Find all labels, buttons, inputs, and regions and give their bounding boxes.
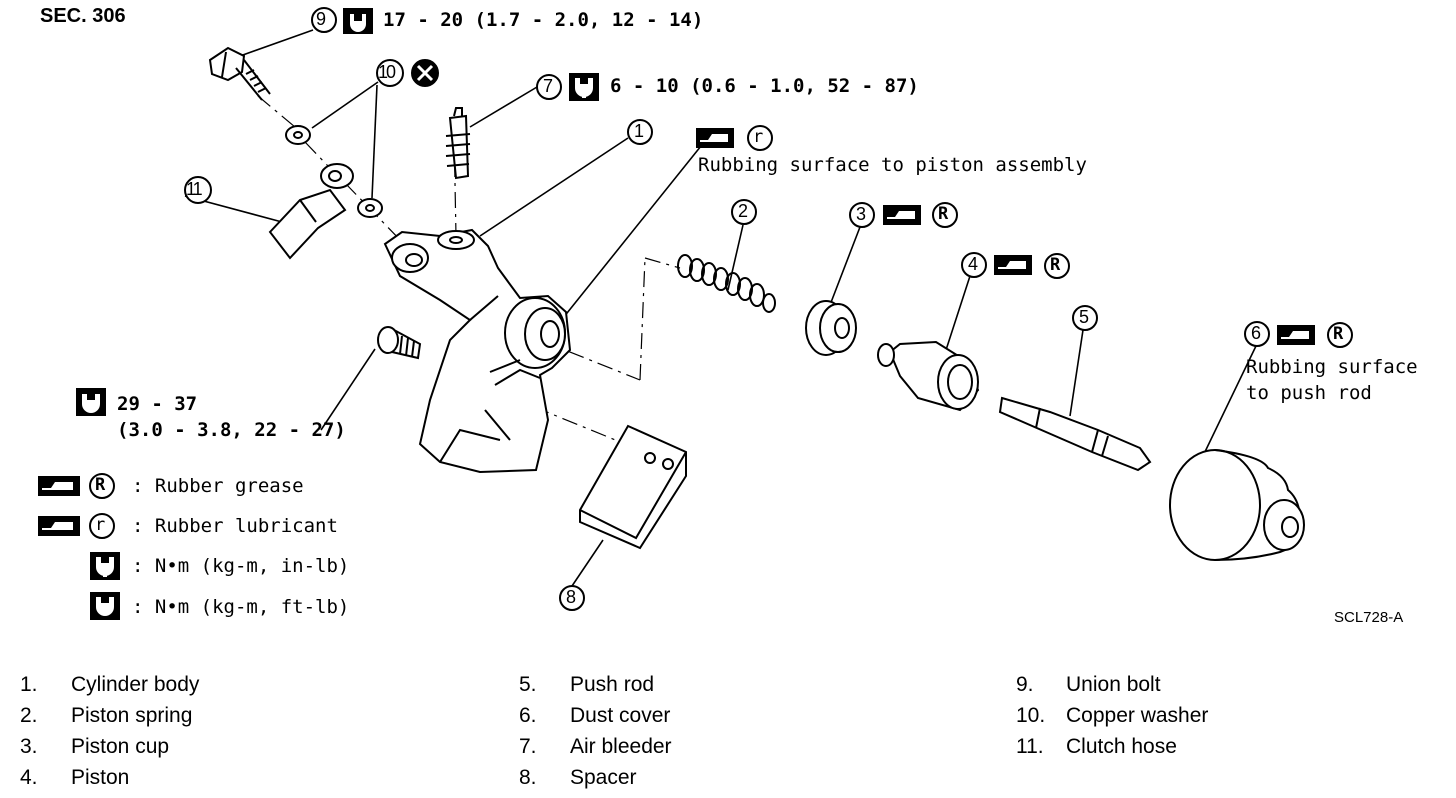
part-number: 2. — [20, 704, 38, 727]
note-rubbing-pushrod-2: to push rod — [1246, 382, 1372, 404]
part-number: 8. — [519, 766, 537, 789]
part-number: 9. — [1016, 673, 1034, 696]
part-number: 10. — [1016, 704, 1046, 727]
part-name: Union bolt — [1066, 673, 1161, 696]
legend-nm-ftlb-text: : N•m (kg-m, ft-lb) — [132, 596, 350, 618]
part-number: 6. — [519, 704, 537, 727]
legend-lube-icon — [38, 516, 80, 536]
legend-torque-ftlb-icon — [90, 592, 120, 620]
torque-ftlb-icon — [76, 388, 106, 416]
part-number: 4. — [20, 766, 38, 789]
piston-spring-part — [677, 254, 776, 313]
note-rubbing-piston: Rubbing surface to piston assembly — [698, 154, 1087, 176]
r-lower-mark: r — [753, 127, 764, 147]
part-name: Push rod — [570, 673, 655, 696]
part-name: Copper washer — [1066, 704, 1209, 727]
legend-grease-text: : Rubber grease — [132, 475, 304, 497]
legend-nm-inlb-text: : N•m (kg-m, in-lb) — [132, 555, 350, 577]
section-label: SEC. 306 — [40, 5, 126, 27]
r-upper-mark: R — [938, 204, 949, 224]
part-name: Piston cup — [71, 735, 170, 758]
r-upper-mark: R — [1333, 324, 1344, 344]
part-name: Spacer — [570, 766, 637, 789]
torque-symbols — [76, 8, 599, 620]
callout-6: 6 — [1251, 323, 1262, 343]
leader-lines — [184, 29, 1257, 587]
torque-ftlb-icon — [343, 8, 373, 34]
grease-icon — [883, 205, 921, 225]
piston-cup-part — [805, 300, 857, 356]
part-number: 11. — [1016, 735, 1044, 758]
callout-circles — [184, 7, 1270, 611]
mount-bolt-part — [377, 326, 422, 360]
copper-washer-parts — [285, 125, 383, 218]
torque-union-bolt: 17 - 20 (1.7 - 2.0, 12 - 14) — [383, 9, 704, 31]
legend-grease-icon — [38, 476, 80, 496]
grease-icon — [696, 128, 734, 148]
part-number: 7. — [519, 735, 537, 758]
part-number: 3. — [20, 735, 38, 758]
callout-4: 4 — [968, 254, 979, 274]
legend-lube-text: : Rubber lubricant — [132, 515, 338, 537]
callout-2: 2 — [738, 201, 749, 221]
grease-type-circles — [89, 125, 1353, 539]
callout-5: 5 — [1079, 307, 1090, 327]
torque-inlb-icon — [569, 73, 599, 101]
callout-8: 8 — [566, 587, 577, 607]
torque-mount-bolt-2: (3.0 - 3.8, 22 - 27) — [117, 419, 346, 441]
r-upper-mark: R — [1050, 255, 1061, 275]
grease-icon — [1277, 325, 1315, 345]
legend-r-upper: R — [95, 475, 106, 495]
do-not-reuse-icon — [411, 59, 439, 87]
legend-r-lower: r — [95, 515, 106, 535]
spacer-part — [579, 424, 687, 550]
part-name: Dust cover — [570, 704, 671, 727]
grease-icon — [994, 255, 1032, 275]
callout-1: 1 — [634, 121, 645, 141]
callout-3: 3 — [856, 204, 867, 224]
dust-cover-part — [1169, 449, 1305, 561]
clutch-hose-part — [268, 163, 354, 260]
part-name: Clutch hose — [1066, 735, 1177, 758]
part-number: 5. — [519, 673, 537, 696]
part-number: 1. — [20, 673, 38, 696]
union-bolt-part — [208, 46, 271, 101]
grease-symbols — [38, 128, 1315, 536]
callout-7: 7 — [543, 76, 554, 96]
part-name: Piston — [71, 766, 130, 789]
callout-10: 10 — [378, 62, 396, 82]
cylinder-body-part — [383, 228, 572, 474]
callout-9: 9 — [316, 9, 327, 29]
torque-mount-bolt-1: 29 - 37 — [117, 393, 198, 415]
push-rod-part — [998, 396, 1152, 472]
torque-air-bleeder: 6 - 10 (0.6 - 1.0, 52 - 87) — [610, 75, 919, 97]
part-name: Cylinder body — [71, 673, 200, 696]
piston-part — [877, 340, 980, 412]
callout-11: 11 — [186, 179, 203, 199]
air-bleeder-part — [445, 107, 471, 180]
note-rubbing-pushrod-1: Rubbing surface — [1246, 356, 1418, 378]
legend-torque-inlb-icon — [90, 552, 120, 580]
part-name: Air bleeder — [570, 735, 672, 758]
part-name: Piston spring — [71, 704, 193, 727]
figure-code: SCL728-A — [1334, 609, 1404, 626]
